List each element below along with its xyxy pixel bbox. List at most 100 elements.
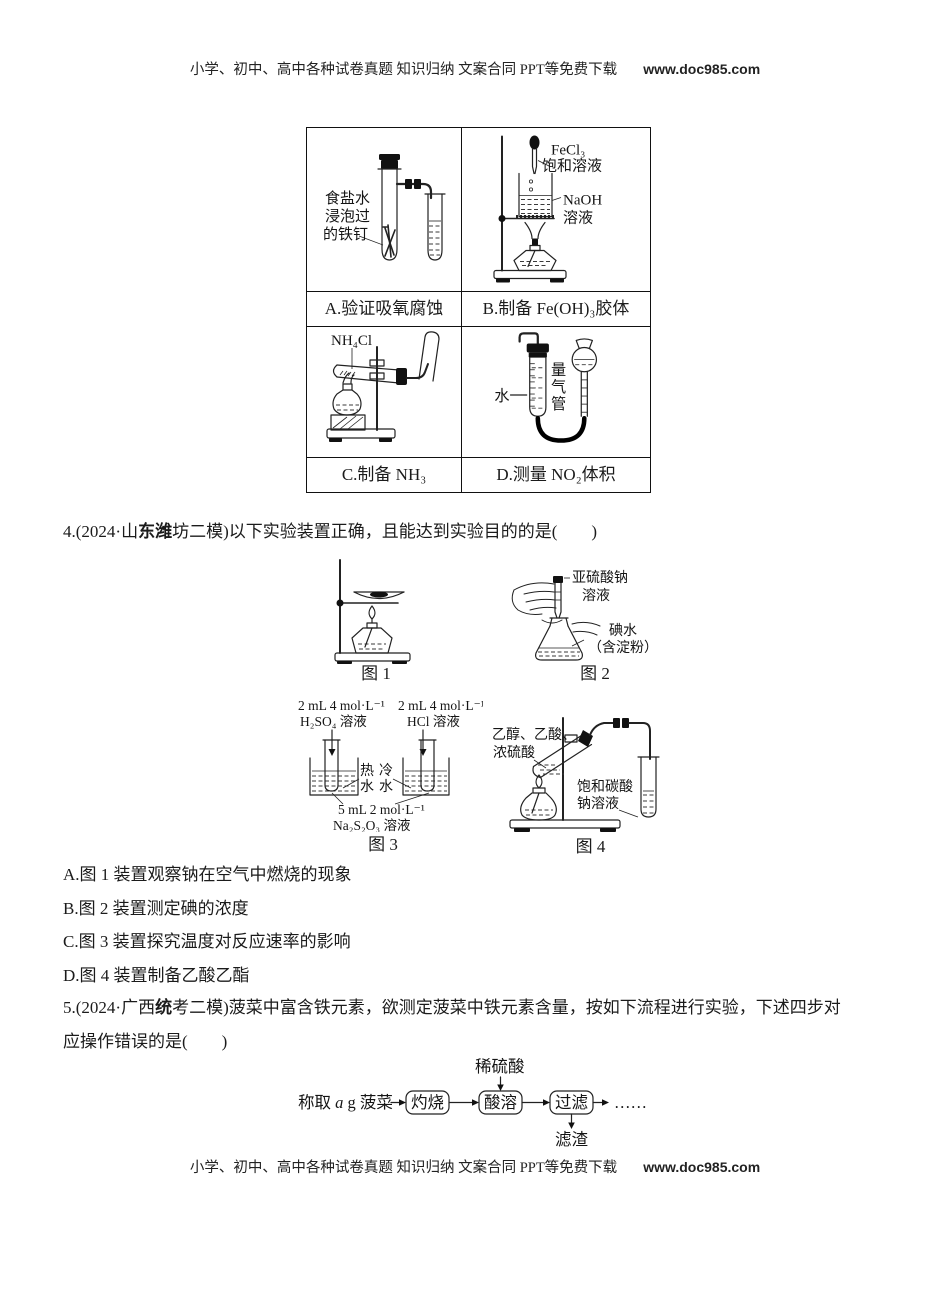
ethanol-acid-label: 乙醇、乙酸、 [492,726,576,743]
flow-arrow-4 [592,1099,609,1106]
leveling-bulb [571,338,598,417]
q5-stem-line2: 应操作错误的是( ) [63,1031,228,1051]
gas-tube-label-char1: 量 [551,362,566,379]
erlenmeyer-flask [535,617,583,661]
footer-text: 小学、初中、高中各种试卷真题 知识归纳 文案合同 PPT等免费下载 [189,1160,618,1176]
hcl-solution-label: HCl 溶液 [407,714,460,729]
hot-label: 热 [360,763,374,779]
q4-option-b: B.图 2 装置测定碘的浓度 [63,898,249,918]
hot-water-label: 水 [360,779,374,795]
starch-label: （含淀粉） [588,640,658,656]
q4-option-c: C.图 3 装置探究温度对反应速率的影响 [63,932,351,951]
flow-step-filter: 过滤 [555,1093,588,1112]
cell-b-diagram: FeCl₃ 饱和溶液 NaOH 溶液 [461,127,651,292]
fig2-titration-by-hand-diagram: 亚硫酸钠 溶液 碘水 （含淀粉） [511,570,658,661]
nh3-preparation-apparatus-diagram: NH₄Cl [326,331,440,442]
cell-c-diagram: NH₄Cl [306,326,462,458]
flow-step-calcine: 灼烧 [411,1093,444,1112]
h2so4-conc-label: 2 mL 4 mol·L⁻¹ [298,698,385,713]
gas-tube-label-char3: 管 [551,396,566,413]
flow-ellipsis: …… [614,1093,647,1112]
alcohol-lamp [513,244,557,272]
cold-label: 冷 [379,763,393,779]
delivery-tube [406,363,429,379]
large-test-tube [377,154,402,261]
q4-option-d: D.图 4 装置制备乙酸乙酯 [63,965,250,985]
dropper [529,135,540,175]
water-label: 水 [494,388,509,405]
hcl-conc-label: 2 mL 4 mol·L⁻¹ [398,698,483,713]
cold-water-label: 水 [379,779,393,795]
evaporating-dish [353,591,405,600]
iodine-leader-line [571,639,585,647]
thiosulfate-conc-label: 5 mL 2 mol·L⁻¹ [338,802,425,817]
flame [368,605,376,624]
hand [511,582,601,636]
hot-water-beaker [309,739,359,796]
delivery-tube [589,718,651,760]
support-block [330,414,366,431]
iron-nails [382,224,396,258]
iodine-water-label: 碘水 [609,623,637,639]
q5-stem-text1: )菠菜中富含铁元素，欲测定菠菜中铁元素含量，按如下流程进行实验，下述四步对 [223,998,841,1017]
naoh-leader-line [551,197,562,201]
flow-residue-label: 滤渣 [555,1130,589,1148]
alcohol-lamp [351,622,393,654]
flow-dilute-h2so4-label: 稀硫酸 [475,1057,525,1076]
footer-url: www.doc985.com [643,1159,761,1175]
flame [524,221,546,246]
fig1-crucible-heating-diagram [334,559,411,664]
fig4-ester-preparation-diagram: 乙醇、乙酸、 浓硫酸 饱和碳酸 钠溶液 [492,717,660,832]
sodium-sulfite-solution-label: 溶液 [582,588,610,604]
gas-inlet-bent-tube [518,332,539,346]
cold-water-beaker [402,739,450,796]
salt-water-label-line3: 的铁钉 [323,226,368,243]
feoh3-colloid-apparatus-diagram: FeCl₃ 饱和溶液 NaOH 溶液 [493,135,602,283]
header-text: 小学、初中、高中各种试卷真题 知识归纳 文案合同 PPT等免费下载 [189,62,618,78]
option-d-caption: D.测量 NO₂体积 [461,457,651,493]
h2so4-solution-label: H₂SO₄ 溶液 [300,714,367,729]
cell-d-diagram: 水 量 气 管 [461,326,651,458]
fig3-caption: 图 3 [368,835,398,854]
left-pour-arrow [328,729,336,756]
naoh-solution-label: 溶液 [563,210,593,227]
saturated-carbonate-label: 饱和碳酸 [577,779,633,795]
flow-arrow-1 [390,1099,406,1106]
cell-a-diagram: 食盐水 浸泡过 的铁钉 [306,127,462,292]
sodium-sulfite-label: 亚硫酸钠 [572,570,628,586]
q4-number-source: 4.(2024·山 [63,522,139,541]
option-b-caption: B.制备 Fe(OH)₃胶体 [461,291,651,327]
side-arm-tube [395,179,433,200]
q5-flow-chart: 稀硫酸 称取 a g 菠菜 灼烧 酸溶 过滤 …… [298,1057,647,1148]
flow-top-arrow [497,1076,504,1091]
thiosulfate-leader-lines [331,792,430,805]
heated-test-tube [332,364,407,385]
reactant-leader-line [533,759,547,769]
saturated-solution-label: 饱和溶液 [542,158,602,175]
salt-water-label-line1: 食盐水 [325,190,370,207]
q4-option-a: A.图 1 装置观察钠在空气中燃烧的现象 [63,865,352,884]
q4-source-bold: 东潍 [138,522,173,541]
cold-leader-line [392,778,412,789]
fecl3-label: FeCl₃ [551,143,585,159]
question-5-stem: 5.(2024·广西统考二模)菠菜中富含铁元素，欲测定菠菜中铁元素含量，按如下流… [63,991,913,1058]
header-url: www.doc985.com [643,61,761,77]
q5-number-source: 5.(2024·广西 [63,998,156,1017]
label-leader-line [358,235,384,246]
apparatus-option-table: 食盐水 浸泡过 的铁钉 [306,127,651,493]
salt-water-label-line2: 浸泡过 [325,208,370,225]
beaker [518,172,553,218]
dropper [553,576,563,619]
oxygen-corrosion-apparatus-diagram: 食盐水 浸泡过 的铁钉 [323,154,446,261]
question-4-options: A.图 1 装置观察钠在空气中燃烧的现象 B.图 2 装置测定碘的浓度 C.图 … [63,858,913,992]
option-c-caption: C.制备 NH₃ [306,457,462,493]
page-footer: 小学、初中、高中各种试卷真题 知识归纳 文案合同 PPT等免费下载 www.doc… [0,1156,950,1177]
q5-source-bold: 统 [155,998,173,1017]
collecting-test-tube [637,756,660,818]
gas-volume-measuring-apparatus-diagram: 水 量 气 管 [494,332,598,443]
q4-stem-text: )以下实验装置正确，且能达到实验目的的是( ) [223,522,598,541]
rubber-connecting-tube [535,416,587,443]
naoh-label: NaOH [563,193,602,209]
nh4cl-label: NH₄Cl [331,333,372,349]
